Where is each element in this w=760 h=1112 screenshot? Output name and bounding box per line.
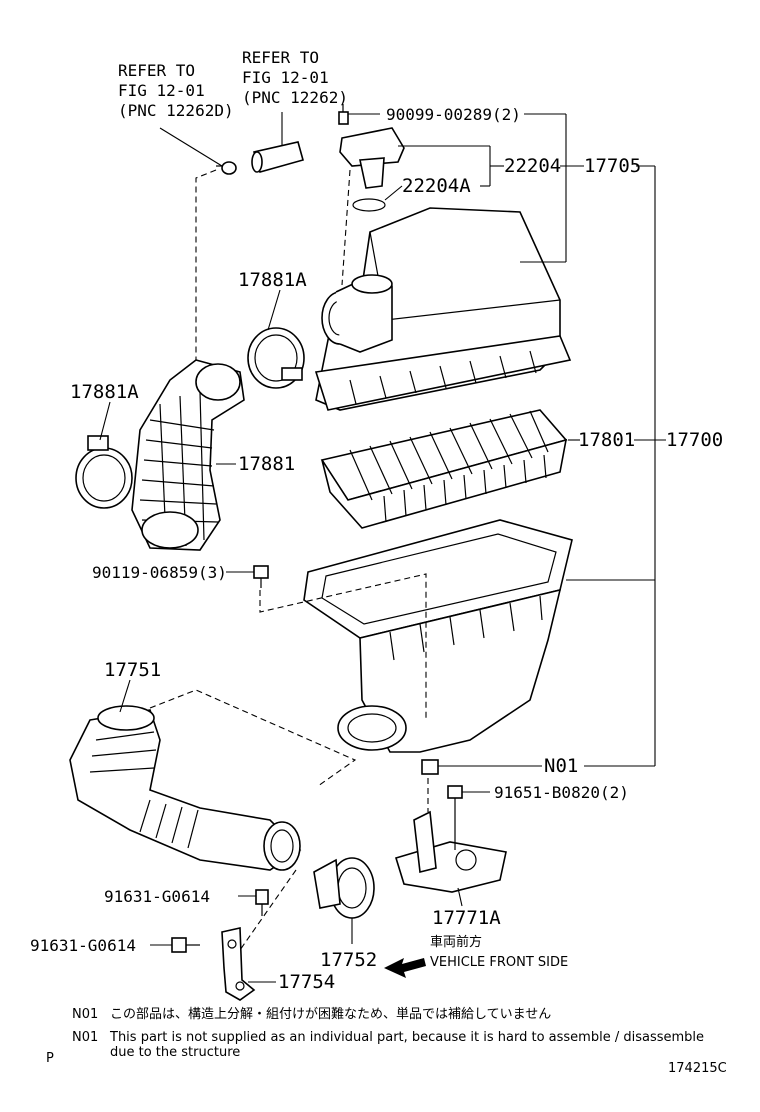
note2-text: This part is not supplied as an individu… <box>109 1030 704 1045</box>
air-cleaner-cap <box>314 207 572 411</box>
label-17881: 17881 <box>238 453 295 475</box>
air-cleaner-case <box>303 519 573 775</box>
ref-right-line2: FIG 12-01 <box>242 68 329 87</box>
hose-clamp-upper <box>247 327 305 389</box>
note1-code: N01 <box>72 1007 98 1022</box>
label-17881a-lower: 17881A <box>70 381 139 403</box>
bracket-17771a <box>394 810 507 893</box>
vacuum-hose-clip <box>216 161 237 175</box>
label-91631-g0614-lower: 91631-G0614 <box>30 936 136 955</box>
duct-grommet <box>313 857 375 919</box>
reference-note-left: REFER TO FIG 12-01 (PNC 12262D) <box>118 61 234 120</box>
reference-note-right: REFER TO FIG 12-01 (PNC 12262) <box>242 48 348 107</box>
ref-left-leader <box>159 127 223 167</box>
label-22204a: 22204A <box>402 175 471 197</box>
vehicle-front-indicator: 車両前方 VEHICLE FRONT SIDE <box>384 934 568 978</box>
label-91651-b0820: 91651-B0820(2) <box>494 783 629 802</box>
bolt-91651 <box>447 785 463 850</box>
label-90099-00289: 90099-00289(2) <box>386 105 521 124</box>
direction-en: VEHICLE FRONT SIDE <box>430 955 568 970</box>
label-17700: 17700 <box>666 429 723 451</box>
dash-duct-to-case <box>149 689 357 787</box>
direction-arrow-icon <box>384 958 426 978</box>
hose-clamp-lower <box>75 435 133 509</box>
label-22204: 22204 <box>504 155 561 177</box>
note2-text-cont: due to the structure <box>110 1045 240 1060</box>
dash-bracket <box>239 869 297 951</box>
dash-clip-to-hose <box>195 169 217 360</box>
label-17752: 17752 <box>320 949 377 971</box>
label-17705: 17705 <box>584 155 641 177</box>
direction-jp: 車両前方 <box>430 934 482 950</box>
label-n01: N01 <box>544 755 578 777</box>
bracket-17754 <box>221 927 256 1001</box>
footer-figure-id: 174215C <box>668 1061 727 1076</box>
leader-lines <box>99 113 666 983</box>
bolt-91631-lower <box>171 937 200 953</box>
dash-bolt-to-case <box>259 573 427 720</box>
bolt-91631-upper <box>255 889 269 916</box>
air-flow-meter <box>338 104 405 189</box>
bolt-90119 <box>253 565 269 588</box>
note2-code: N01 <box>72 1030 98 1045</box>
notes: N01 この部品は、構造上分解・組付けが困難なため、単品では補給していません N… <box>72 1006 704 1060</box>
ref-right-line1: REFER TO <box>242 48 319 67</box>
note1-text: この部品は、構造上分解・組付けが困難なため、単品では補給していません <box>110 1006 551 1022</box>
o-ring-22204a <box>352 198 386 212</box>
ref-left-line2: FIG 12-01 <box>118 81 205 100</box>
footer-page-letter: P <box>46 1051 54 1066</box>
label-17881a-upper: 17881A <box>238 269 307 291</box>
label-91631-g0614-upper: 91631-G0614 <box>104 887 210 906</box>
label-90119-06859: 90119-06859(3) <box>92 563 227 582</box>
label-17771a: 17771A <box>432 907 501 929</box>
label-17801: 17801 <box>578 429 635 451</box>
label-17751: 17751 <box>104 659 161 681</box>
ref-right-line3: (PNC 12262) <box>242 88 348 107</box>
dash-sensor <box>341 169 351 286</box>
ref-left-line1: REFER TO <box>118 61 195 80</box>
ref-left-line3: (PNC 12262D) <box>118 101 234 120</box>
inlet-duct <box>69 705 302 871</box>
air-filter-element <box>320 409 568 529</box>
intake-hose <box>131 359 245 551</box>
label-17754: 17754 <box>278 971 335 993</box>
vacuum-hose-stub <box>251 141 304 173</box>
